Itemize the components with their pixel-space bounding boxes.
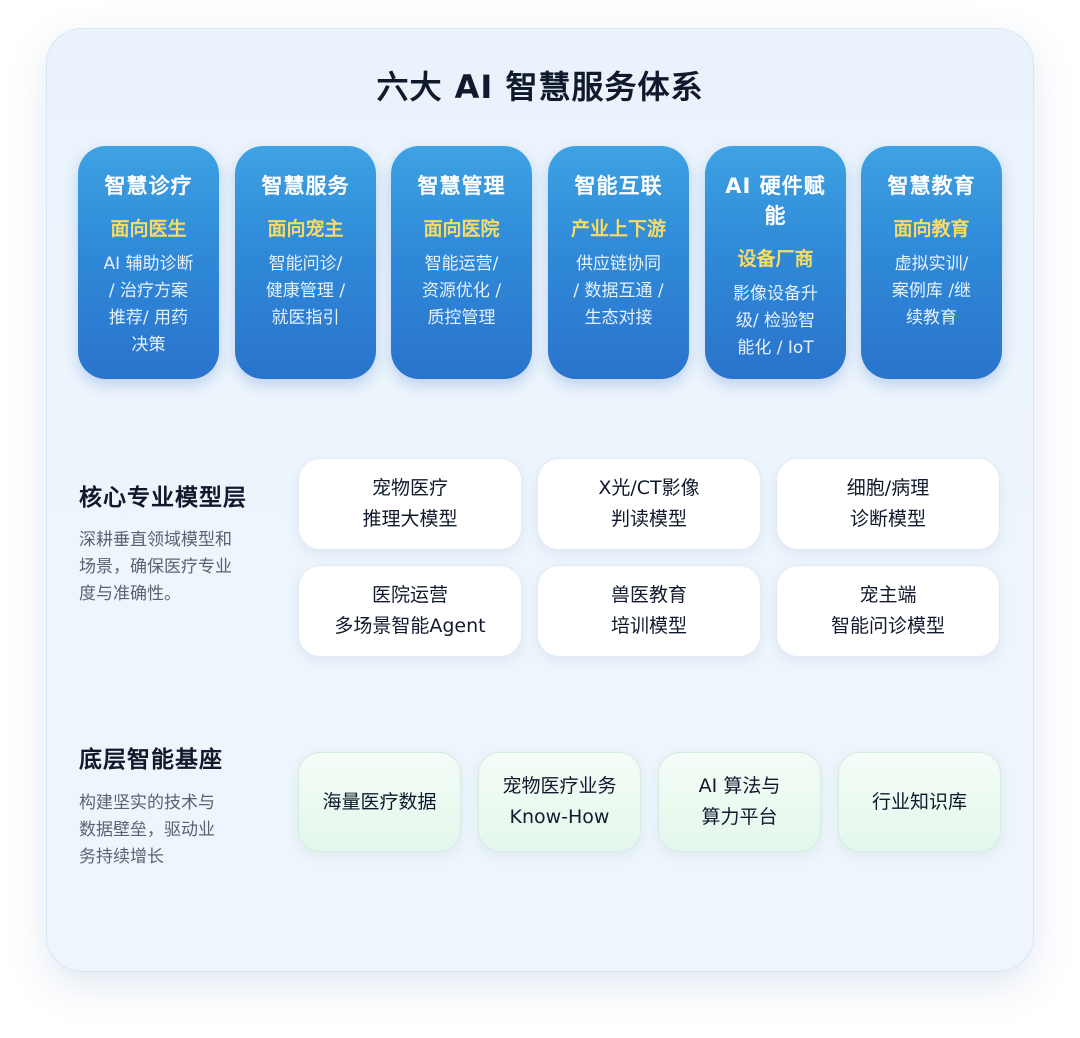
pillar-desc-line: / 治疗方案 bbox=[108, 281, 189, 301]
base-box-know-how: 宠物医疗业务 Know-How bbox=[478, 752, 641, 852]
core-desc-line: 场景，确保医疗专业 bbox=[79, 557, 232, 577]
pillar-name: 智慧服务 bbox=[261, 174, 350, 198]
base-layer-description: 构建坚实的技术与 数据壁垒，驱动业 务持续增长 bbox=[79, 790, 269, 871]
base-line: AI 算法与 bbox=[698, 775, 781, 797]
pillar-desc-line: 智能运营/ bbox=[424, 254, 499, 274]
pillar-target: 面向医院 bbox=[423, 218, 500, 240]
base-line: 宠物医疗业务 bbox=[502, 775, 617, 797]
service-pillars: 智慧诊疗 面向医生 AI 辅助诊断 / 治疗方案 推荐/ 用药 决策 智慧服务 … bbox=[78, 146, 1002, 379]
pillar-desc-line: 续教育 bbox=[906, 308, 957, 328]
base-line: 行业知识库 bbox=[871, 790, 967, 813]
model-line: 医院运营 bbox=[371, 584, 448, 606]
pillar-desc-line: 影像设备升 bbox=[733, 284, 818, 304]
core-desc-line: 深耕垂直领域模型和 bbox=[79, 530, 232, 550]
model-line: 判读模型 bbox=[610, 508, 687, 530]
diagram-title: 六大 AI 智慧服务体系 bbox=[376, 68, 704, 106]
model-line: 兽医教育 bbox=[610, 584, 687, 606]
pillar-desc-line: 虚拟实训/ bbox=[894, 254, 969, 274]
model-line: 多场景智能Agent bbox=[334, 615, 486, 637]
pillar-desc-line: 生态对接 bbox=[584, 308, 653, 328]
pillar-smart-service: 智慧服务 面向宠主 智能问诊/ 健康管理 / 就医指引 bbox=[235, 146, 376, 379]
pillar-name: 智慧教育 bbox=[887, 174, 976, 198]
core-layer-title: 核心专业模型层 bbox=[79, 485, 247, 511]
core-desc-line: 度与准确性。 bbox=[79, 584, 181, 604]
pillar-desc-line: 推荐/ 用药 bbox=[108, 308, 189, 328]
pillar-name: 智能互联 bbox=[574, 174, 663, 198]
pillar-desc-line: 能化 / IoT bbox=[737, 338, 814, 358]
base-desc-line: 数据壁垒，驱动业 bbox=[79, 820, 215, 840]
pillar-smart-diagnosis: 智慧诊疗 面向医生 AI 辅助诊断 / 治疗方案 推荐/ 用药 决策 bbox=[78, 146, 219, 379]
pillar-description: 智能问诊/ 健康管理 / 就医指引 bbox=[245, 251, 366, 332]
pillar-desc-line: 质控管理 bbox=[427, 308, 496, 328]
model-line: 细胞/病理 bbox=[846, 477, 930, 499]
pillar-name: 智慧诊疗 bbox=[104, 174, 193, 198]
pillar-smart-interconnect: 智能互联 产业上下游 供应链协同 / 数据互通 / 生态对接 bbox=[548, 146, 689, 379]
pillar-name: 智慧管理 bbox=[417, 174, 506, 198]
pillar-description: 虚拟实训/ 案例库 /继 续教育 bbox=[871, 251, 992, 332]
base-desc-line: 构建坚实的技术与 bbox=[79, 793, 215, 813]
model-box-hospital-agent: 医院运营 多场景智能Agent bbox=[298, 565, 522, 657]
pillar-description: AI 辅助诊断 / 治疗方案 推荐/ 用药 决策 bbox=[88, 251, 209, 359]
pillar-desc-line: 级/ 检验智 bbox=[735, 311, 816, 331]
pillar-target: 面向宠主 bbox=[267, 218, 344, 240]
pillar-desc-line: 就医指引 bbox=[271, 308, 340, 328]
pillar-description: 智能运营/ 资源优化 / 质控管理 bbox=[401, 251, 522, 332]
pillar-target: 面向医生 bbox=[110, 218, 187, 240]
pillar-smart-management: 智慧管理 面向医院 智能运营/ 资源优化 / 质控管理 bbox=[391, 146, 532, 379]
pillar-desc-line: 案例库 /继 bbox=[891, 281, 972, 301]
model-line: 推理大模型 bbox=[362, 508, 458, 530]
pillar-desc-line: AI 辅助诊断 bbox=[103, 254, 194, 274]
pillar-description: 影像设备升 级/ 检验智 能化 / IoT bbox=[715, 281, 836, 362]
model-box-xray-ct: X光/CT影像 判读模型 bbox=[537, 458, 761, 550]
model-box-cell-pathology: 细胞/病理 诊断模型 bbox=[776, 458, 1000, 550]
base-box-medical-data: 海量医疗数据 bbox=[298, 752, 461, 852]
pillar-target: 产业上下游 bbox=[570, 218, 666, 240]
pillar-desc-line: 健康管理 / bbox=[265, 281, 346, 301]
pillar-desc-line: 决策 bbox=[131, 335, 166, 355]
pillar-desc-line: 资源优化 / bbox=[421, 281, 502, 301]
base-line: 海量医疗数据 bbox=[322, 790, 437, 813]
base-box-algorithm-platform: AI 算法与 算力平台 bbox=[658, 752, 821, 852]
pillar-name: AI 硬件赋能 bbox=[725, 174, 826, 228]
core-layer-description: 深耕垂直领域模型和 场景，确保医疗专业 度与准确性。 bbox=[79, 527, 269, 608]
base-desc-line: 务持续增长 bbox=[79, 847, 164, 867]
pillar-smart-education: 智慧教育 面向教育 虚拟实训/ 案例库 /继 续教育 bbox=[861, 146, 1002, 379]
model-line: X光/CT影像 bbox=[598, 477, 700, 499]
base-line: 算力平台 bbox=[701, 806, 778, 828]
model-line: 宠主端 bbox=[859, 584, 917, 606]
pillar-description: 供应链协同 / 数据互通 / 生态对接 bbox=[558, 251, 679, 332]
model-box-pet-medical-reasoning: 宠物医疗 推理大模型 bbox=[298, 458, 522, 550]
pillar-desc-line: / 数据互通 / bbox=[573, 281, 664, 301]
model-line: 宠物医疗 bbox=[371, 477, 448, 499]
pillar-ai-hardware: AI 硬件赋能 设备厂商 影像设备升 级/ 检验智 能化 / IoT bbox=[705, 146, 846, 379]
model-line: 智能问诊模型 bbox=[830, 615, 945, 637]
model-box-owner-consult: 宠主端 智能问诊模型 bbox=[776, 565, 1000, 657]
base-layer-title: 底层智能基座 bbox=[79, 747, 223, 773]
base-line: Know-How bbox=[509, 806, 610, 828]
pillar-desc-line: 供应链协同 bbox=[576, 254, 661, 274]
model-box-vet-education: 兽医教育 培训模型 bbox=[537, 565, 761, 657]
base-box-knowledge-base: 行业知识库 bbox=[838, 752, 1001, 852]
pillar-target: 面向教育 bbox=[893, 218, 970, 240]
pillar-desc-line: 智能问诊/ bbox=[268, 254, 343, 274]
model-line: 诊断模型 bbox=[849, 508, 926, 530]
model-line: 培训模型 bbox=[610, 615, 687, 637]
pillar-target: 设备厂商 bbox=[737, 248, 814, 270]
